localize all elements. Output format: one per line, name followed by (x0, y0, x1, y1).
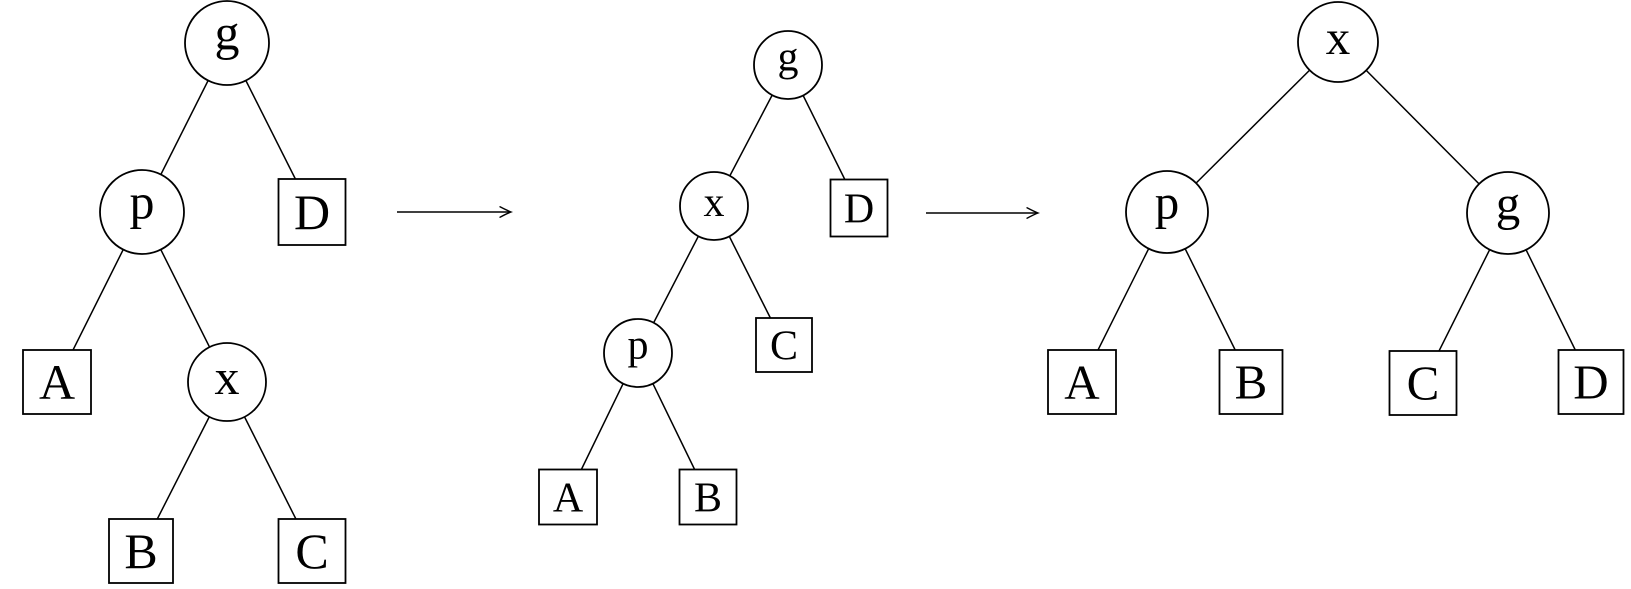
tree-after-node-label-C: C (1407, 356, 1440, 411)
tree-middle: g x Dp C A B (538, 30, 889, 526)
tree-middle-node-g-circle (753, 30, 823, 100)
tree-after-node-B-square (1218, 349, 1284, 415)
tree-before-node-label-D: D (294, 184, 330, 240)
tree-before-node-label-C: C (295, 523, 328, 579)
tree-after-node-D: D (1557, 349, 1625, 415)
transform-arrow-1-head-icon (499, 206, 514, 218)
tree-before-node-label-p: p (130, 174, 155, 230)
tree-middle-node-label-p: p (628, 322, 649, 368)
tree-after-node-label-A: A (1064, 355, 1100, 410)
tree-after-node-x: x (1297, 1, 1379, 83)
tree-after-node-D-square (1557, 349, 1625, 415)
tree-middle-node-C: C (755, 317, 813, 373)
tree-middle-node-C-square (755, 317, 813, 373)
tree-before-node-label-g: g (215, 5, 240, 61)
tree-after-node-label-x: x (1326, 10, 1351, 65)
tree-middle-node-label-D: D (844, 186, 874, 232)
tree-after-node-A: A (1047, 349, 1117, 415)
tree-middle-node-p-circle (603, 318, 673, 388)
tree-before-node-x-circle (187, 342, 267, 422)
tree-after-node-x-circle (1297, 1, 1379, 83)
tree-before-node-A-square (22, 349, 92, 415)
tree-after-node-p-circle (1125, 170, 1209, 254)
transform-arrow-2-head-icon (1026, 207, 1041, 219)
tree-after-node-A-square (1047, 349, 1117, 415)
tree-middle-node-B: B (678, 468, 738, 526)
tree-before-node-label-x: x (215, 349, 240, 405)
tree-after-node-C: C (1388, 350, 1458, 416)
tree-middle-node-x-circle (679, 171, 749, 241)
tree-middle-node-D: D (829, 178, 889, 238)
tree-middle-node-label-C: C (770, 323, 798, 369)
transform-arrow-1 (397, 206, 514, 218)
tree-middle-node-B-square (678, 468, 738, 526)
tree-before-node-g: g (184, 0, 270, 86)
tree-after-node-label-p: p (1155, 174, 1180, 229)
tree-before-node-p-circle (99, 169, 185, 255)
tree-before-node-D-square (277, 178, 347, 246)
tree-before-node-A: A (22, 349, 92, 415)
tree-middle-node-label-A: A (553, 475, 584, 521)
tree-before-node-g-circle (184, 0, 270, 86)
transform-arrow-2 (926, 207, 1041, 219)
tree-middle-node-A: A (538, 468, 598, 526)
tree-before-node-C: C (277, 518, 347, 584)
tree-middle-node-label-B: B (694, 475, 722, 521)
tree-before-node-label-B: B (124, 523, 157, 579)
tree-after-node-g-circle (1466, 171, 1550, 255)
tree-before-node-label-A: A (39, 354, 75, 410)
tree-middle-node-label-x: x (704, 180, 725, 226)
tree-middle-node-label-g: g (778, 34, 799, 80)
tree-before-node-B: B (108, 518, 174, 584)
tree-before-node-C-square (277, 518, 347, 584)
tree-before-node-x: x (187, 342, 267, 422)
tree-before-node-B-square (108, 518, 174, 584)
tree-after-node-B: B (1218, 349, 1284, 415)
tree-middle-node-g: g (753, 30, 823, 100)
tree-middle-node-p: p (603, 318, 673, 388)
tree-after-node-C-square (1388, 350, 1458, 416)
tree-after-node-label-B: B (1235, 355, 1268, 410)
tree-before-node-D: D (277, 178, 347, 246)
tree-after: x p gA B C D (1047, 1, 1625, 416)
tree-after-node-p: p (1125, 170, 1209, 254)
tree-before-node-p: p (99, 169, 185, 255)
tree-after-node-label-g: g (1496, 175, 1521, 230)
tree-middle-node-x: x (679, 171, 749, 241)
tree-after-node-label-D: D (1573, 355, 1608, 410)
tree-middle-node-D-square (829, 178, 889, 238)
tree-after-node-g: g (1466, 171, 1550, 255)
tree-middle-node-A-square (538, 468, 598, 526)
